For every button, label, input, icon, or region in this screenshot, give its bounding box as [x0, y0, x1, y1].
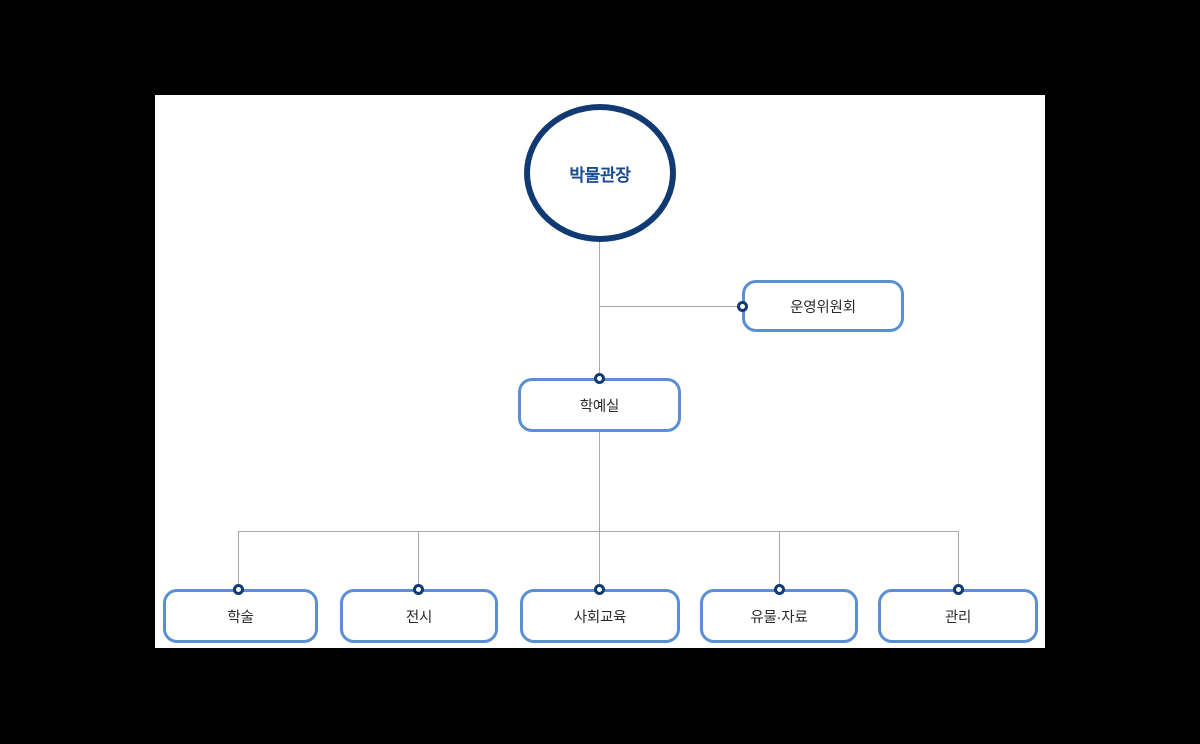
- node-curatorial-division[interactable]: 학예실: [518, 378, 681, 432]
- node-team-artifacts-archives-label: 유물·자료: [750, 609, 808, 626]
- node-curatorial-division-label: 학예실: [579, 398, 620, 415]
- node-team-exhibition[interactable]: 전시: [340, 589, 498, 643]
- connector-dot-committee: [737, 301, 748, 312]
- connector-dot-team-artifacts-archives: [774, 584, 785, 595]
- connector-bus-to-team-4: [779, 531, 780, 589]
- node-steering-committee-label: 운영위원회: [790, 299, 856, 316]
- connector-dot-division: [594, 373, 605, 384]
- connector-root-to-division: [599, 242, 600, 378]
- connector-team-bus: [238, 531, 958, 532]
- node-team-social-education[interactable]: 사회교육: [520, 589, 680, 643]
- node-team-social-education-label: 사회교육: [573, 609, 627, 626]
- node-team-administration[interactable]: 관리: [878, 589, 1038, 643]
- node-museum-director-label: 박물관장: [569, 165, 631, 185]
- node-steering-committee[interactable]: 운영위원회: [742, 280, 904, 332]
- connector-bus-to-team-5: [958, 531, 959, 589]
- connector-bus-to-team-2: [418, 531, 419, 589]
- connector-dot-team-social-education: [594, 584, 605, 595]
- connector-root-to-committee: [599, 306, 747, 307]
- connector-dot-team-exhibition: [413, 584, 424, 595]
- connector-division-to-bus: [599, 432, 600, 531]
- node-museum-director[interactable]: 박물관장: [524, 104, 676, 242]
- node-team-administration-label: 관리: [944, 609, 972, 626]
- connector-dot-team-administration: [953, 584, 964, 595]
- org-chart-canvas: 박물관장 운영위원회 학예실 학술 전시 사회교육 유물·자료 관리: [155, 95, 1045, 648]
- node-team-artifacts-archives[interactable]: 유물·자료: [700, 589, 858, 643]
- connector-bus-to-team-3: [599, 531, 600, 589]
- connector-dot-team-academic: [233, 584, 244, 595]
- node-team-exhibition-label: 전시: [405, 609, 433, 626]
- connector-bus-to-team-1: [238, 531, 239, 589]
- node-team-academic[interactable]: 학술: [163, 589, 318, 643]
- node-team-academic-label: 학술: [227, 609, 254, 626]
